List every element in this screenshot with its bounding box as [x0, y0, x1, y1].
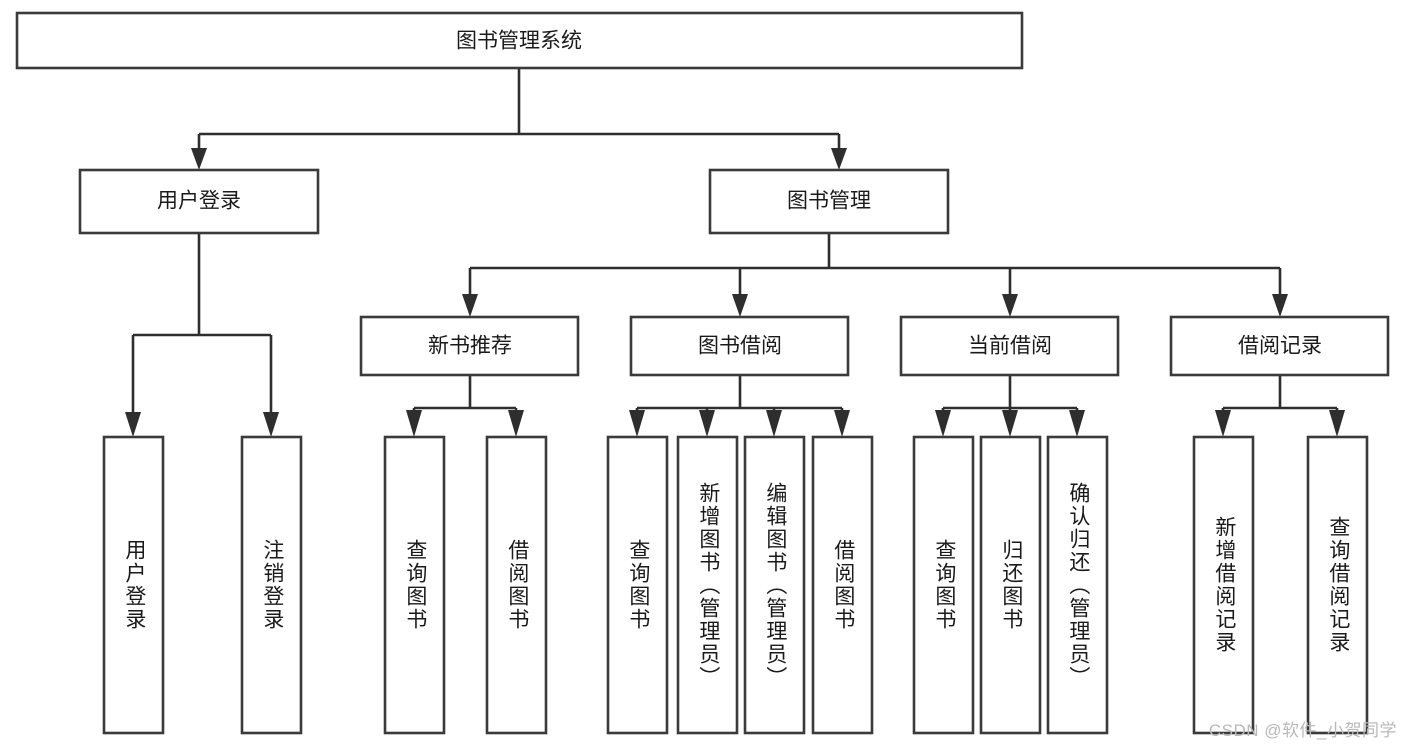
connector-userlogin-to-leaves	[125, 233, 279, 437]
connector-bookmanage-to-level3	[462, 233, 1288, 317]
arrow-head-leaf-query-record	[1329, 410, 1345, 437]
leaf-box-edit-book[interactable]	[743, 435, 806, 735]
arrow-head-borrow-record	[1272, 294, 1288, 317]
leaf-box-borrow-book-2[interactable]	[811, 435, 874, 735]
arrow-head-book-manage	[831, 148, 847, 170]
arrow-head-leaf-edit-book	[766, 410, 782, 437]
arrow-head-leaf-borrow-book-1	[508, 410, 524, 437]
arrow-head-leaf-confirm-return	[1069, 410, 1085, 437]
leaf-box-confirm-return[interactable]	[1046, 435, 1109, 735]
node-new-book-recommend-label: 新书推荐	[428, 335, 512, 358]
node-book-borrow[interactable]	[629, 315, 850, 377]
leaf-box-query-book-3[interactable]	[912, 435, 975, 735]
arrow-head-leaf-add-record	[1215, 410, 1231, 437]
connector-bookborrow-to-leaves	[629, 375, 850, 437]
arrow-head-current-borrow	[1002, 294, 1018, 317]
node-book-manage-label: 图书管理	[787, 190, 871, 213]
arrow-head-leaf-user-login	[125, 412, 141, 437]
node-new-book-recommend[interactable]	[359, 315, 580, 377]
arrow-head-new-book-recommend	[462, 294, 478, 317]
arrow-head-leaf-logout	[263, 412, 279, 437]
node-borrow-record[interactable]	[1169, 315, 1390, 377]
node-book-manage[interactable]	[708, 168, 950, 235]
leaf-box-add-record[interactable]	[1192, 435, 1255, 735]
arrow-head-leaf-return-book	[1002, 410, 1018, 437]
node-current-borrow-label: 当前借阅	[968, 335, 1052, 358]
node-root[interactable]	[15, 11, 1024, 70]
node-book-borrow-label: 图书借阅	[698, 335, 782, 358]
arrow-head-leaf-query-book-1	[406, 410, 422, 437]
arrow-head-leaf-query-book-3	[935, 410, 951, 437]
leaf-box-query-book-2[interactable]	[606, 435, 669, 735]
leaf-box-logout[interactable]	[240, 435, 303, 735]
leaf-box-return-book[interactable]	[979, 435, 1042, 735]
leaf-box-query-book-1[interactable]	[383, 435, 446, 735]
connector-borrowrecord-to-leaves	[1215, 375, 1345, 437]
node-user-login-label: 用户登录	[157, 190, 241, 213]
arrow-head-leaf-add-book	[699, 410, 715, 437]
connector-root-to-level2	[191, 68, 847, 170]
node-borrow-record-label: 借阅记录	[1238, 335, 1322, 358]
node-user-login[interactable]	[78, 168, 320, 235]
connector-newbook-to-leaves	[406, 375, 524, 437]
arrow-head-leaf-query-book-2	[629, 410, 645, 437]
leaf-box-user-login[interactable]	[102, 435, 165, 735]
watermark-text: CSDN @软件_小贺同学	[1208, 721, 1397, 740]
arrow-head-leaf-borrow-book-2	[834, 410, 850, 437]
arrow-head-book-borrow	[732, 294, 748, 317]
leaf-box-query-record[interactable]	[1306, 435, 1369, 735]
leaf-box-add-book[interactable]	[676, 435, 739, 735]
connector-currentborrow-to-leaves	[935, 375, 1085, 437]
node-root-label: 图书管理系统	[456, 30, 582, 53]
arrow-head-user-login	[191, 148, 207, 170]
node-current-borrow[interactable]	[899, 315, 1120, 377]
leaf-box-borrow-book-1[interactable]	[485, 435, 548, 735]
